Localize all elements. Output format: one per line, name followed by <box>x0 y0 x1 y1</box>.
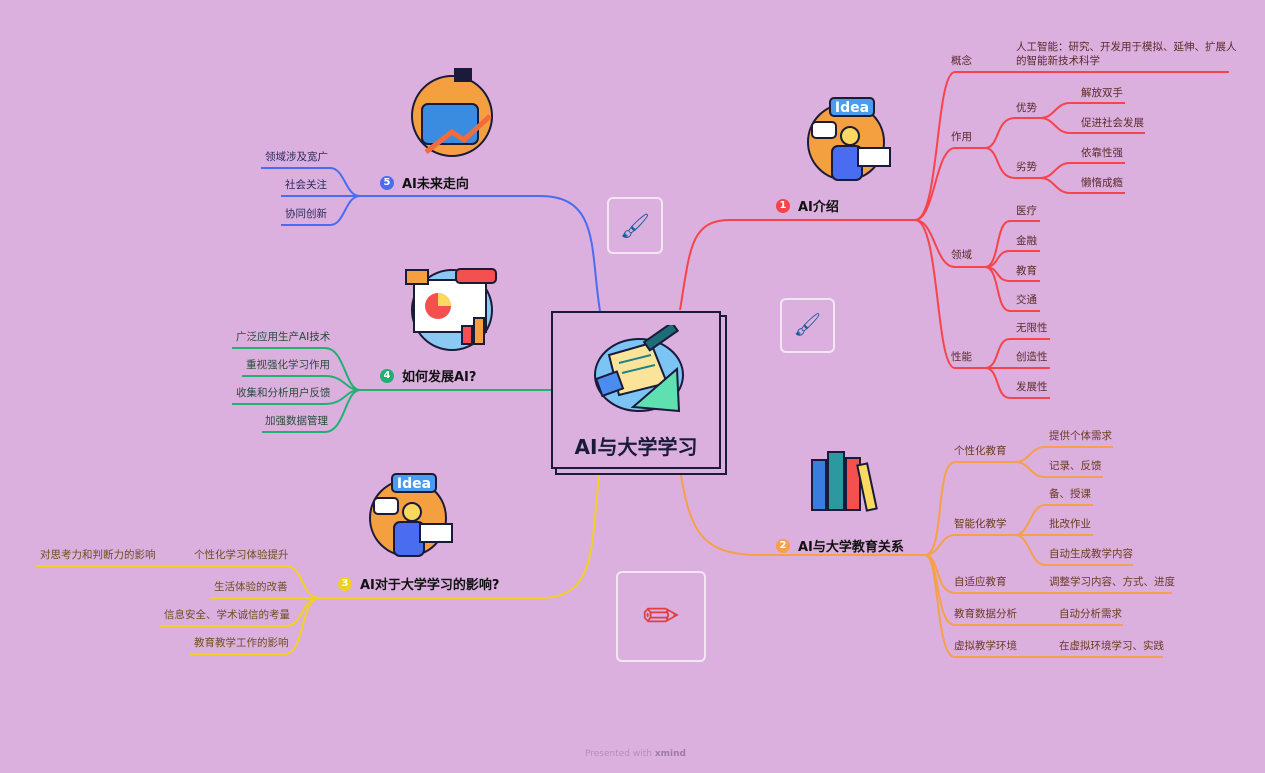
idea-illustration-2: Idea <box>369 473 453 557</box>
leaf-thinking-judgement[interactable]: 对思考力和判断力的影响 <box>40 549 156 561</box>
leaf[interactable]: 个性化学习体验提升 <box>194 549 289 561</box>
node-adaptive-education[interactable]: 自适应教育 <box>954 576 1007 588</box>
topic-label: AI对于大学学习的影响? <box>360 578 500 593</box>
leaf[interactable]: 无限性 <box>1016 322 1048 334</box>
node-virtual-teaching-environment[interactable]: 虚拟教学环境 <box>954 640 1017 652</box>
central-title: AI与大学学习 <box>574 435 698 459</box>
topic-ai-impact[interactable]: 3 AI对于大学学习的影响? <box>338 574 499 593</box>
topic-number-badge: 1 <box>776 198 790 213</box>
brush-icon: 🖌 <box>619 211 651 240</box>
central-topic[interactable]: AI与大学学习 <box>551 311 721 469</box>
brush-icon-box[interactable]: 🖌 <box>607 197 663 254</box>
idea-label: Idea <box>835 100 869 116</box>
leaf[interactable]: 记录、反馈 <box>1049 460 1102 472</box>
node-concept-definition-line2: 的智能新技术科学 <box>1016 55 1100 67</box>
leaf[interactable]: 解放双手 <box>1081 87 1123 99</box>
footer-credit: Presented with xmind <box>585 749 686 759</box>
brush-icon: 🖌 <box>793 313 822 338</box>
leaf[interactable]: 协同创新 <box>285 208 327 220</box>
node-con[interactable]: 劣势 <box>1016 161 1037 173</box>
leaf[interactable]: 批改作业 <box>1049 518 1091 530</box>
topic-label: AI与大学教育关系 <box>798 540 904 555</box>
topic-number-badge: 2 <box>776 538 790 553</box>
node-performance[interactable]: 性能 <box>951 351 972 363</box>
footer-brand: xmind <box>654 749 686 759</box>
brush-icon-box-2[interactable]: 🖌 <box>780 298 835 353</box>
node-education-data-analysis[interactable]: 教育数据分析 <box>954 608 1017 620</box>
topic-ai-future[interactable]: 5 AI未来走向 <box>380 173 469 192</box>
leaf[interactable]: 加强数据管理 <box>265 415 328 427</box>
topic-ai-intro[interactable]: 1 AI介绍 <box>776 196 839 215</box>
pencil-icon-box[interactable]: ✏ <box>616 571 706 662</box>
presentation-chart-illustration <box>405 268 497 351</box>
node-personalized-education[interactable]: 个性化教育 <box>954 445 1007 457</box>
node-pro[interactable]: 优势 <box>1016 102 1037 114</box>
leaf[interactable]: 在虚拟环境学习、实践 <box>1059 640 1164 652</box>
leaf[interactable]: 医疗 <box>1016 205 1037 217</box>
node-concept[interactable]: 概念 <box>951 55 972 67</box>
footer-prefix: Presented with <box>585 749 652 759</box>
node-concept-definition[interactable]: 人工智能：研究、开发用于模拟、延伸、扩展人 <box>1016 41 1237 53</box>
leaf[interactable]: 创造性 <box>1016 351 1048 363</box>
leaf[interactable]: 备、授课 <box>1049 488 1091 500</box>
idea-label: Idea <box>397 476 431 492</box>
topic-number-badge: 5 <box>380 175 394 190</box>
leaf[interactable]: 信息安全、学术诚信的考量 <box>164 609 290 621</box>
node-fields[interactable]: 领域 <box>951 249 972 261</box>
briefcase-growth-illustration <box>411 68 493 157</box>
books-illustration <box>811 451 878 512</box>
leaf[interactable]: 领域涉及宽广 <box>265 151 328 163</box>
leaf[interactable]: 促进社会发展 <box>1081 117 1144 129</box>
topic-number-badge: 3 <box>338 576 352 591</box>
leaf[interactable]: 教育教学工作的影响 <box>194 637 289 649</box>
leaf[interactable]: 重视强化学习作用 <box>246 359 330 371</box>
leaf[interactable]: 懒惰成瘾 <box>1081 177 1123 189</box>
leaf[interactable]: 自动生成教学内容 <box>1049 548 1133 560</box>
leaf[interactable]: 金融 <box>1016 235 1037 247</box>
leaf[interactable]: 生活体验的改善 <box>214 581 288 593</box>
topic-label: AI未来走向 <box>402 177 469 192</box>
leaf[interactable]: 发展性 <box>1016 381 1048 393</box>
stationery-illustration <box>594 325 684 413</box>
leaf[interactable]: 调整学习内容、方式、进度 <box>1049 576 1175 588</box>
pencil-icon: ✏ <box>642 591 680 642</box>
leaf[interactable]: 社会关注 <box>285 179 327 191</box>
leaf[interactable]: 提供个体需求 <box>1049 430 1112 442</box>
topic-ai-education[interactable]: 2 AI与大学教育关系 <box>776 536 904 555</box>
leaf[interactable]: 依靠性强 <box>1081 147 1123 159</box>
node-smart-teaching[interactable]: 智能化教学 <box>954 518 1007 530</box>
leaf[interactable]: 自动分析需求 <box>1059 608 1122 620</box>
idea-illustration: Idea <box>807 97 891 181</box>
node-role[interactable]: 作用 <box>951 131 972 143</box>
leaf[interactable]: 收集和分析用户反馈 <box>236 387 331 399</box>
topic-develop-ai[interactable]: 4 如何发展AI? <box>380 366 476 385</box>
leaf[interactable]: 教育 <box>1016 265 1037 277</box>
leaf[interactable]: 交通 <box>1016 294 1037 306</box>
leaf[interactable]: 广泛应用生产AI技术 <box>236 331 331 343</box>
topic-label: 如何发展AI? <box>402 370 477 385</box>
topic-number-badge: 4 <box>380 368 394 383</box>
topic-label: AI介绍 <box>798 200 839 215</box>
